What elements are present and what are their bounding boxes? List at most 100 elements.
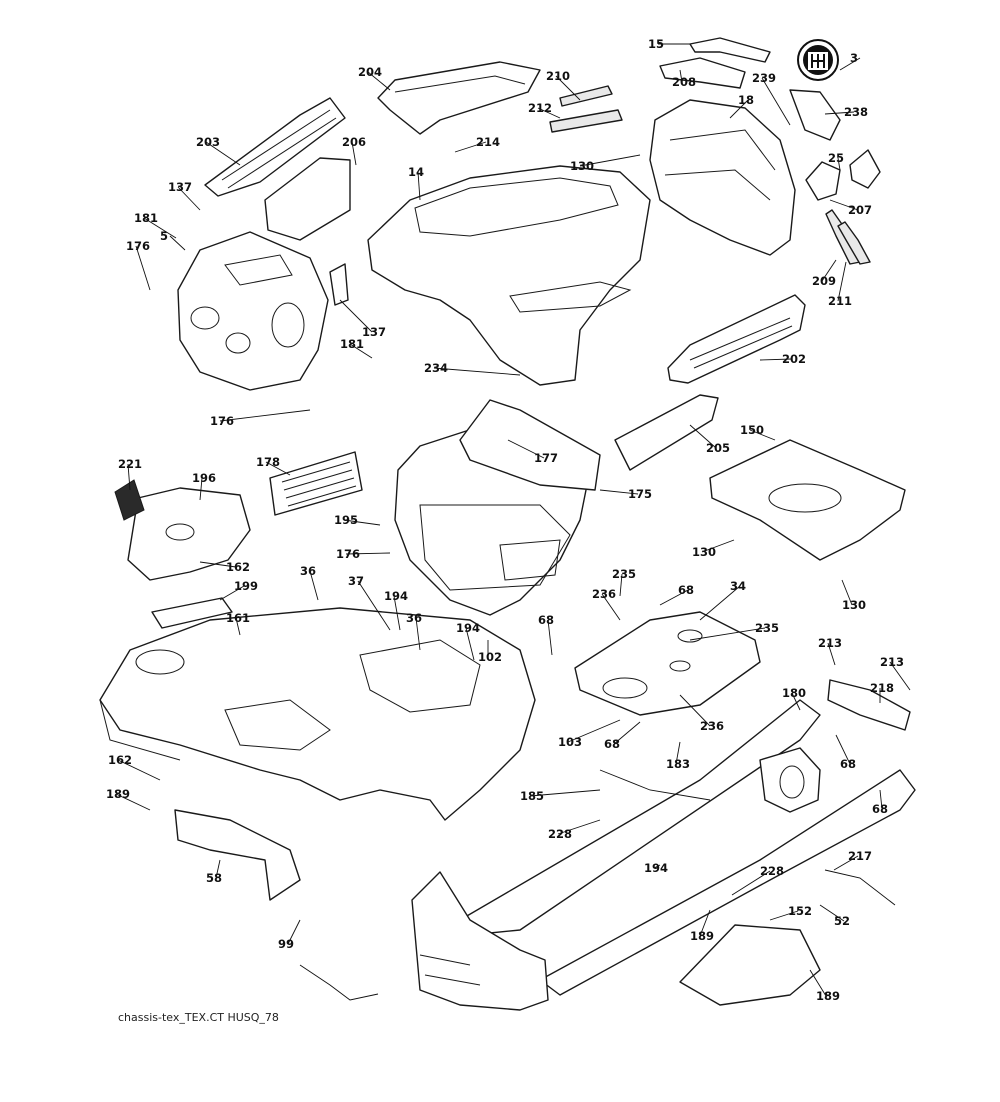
leader-line: [415, 617, 421, 651]
cover-205: [614, 394, 719, 471]
part-callout: 194: [644, 861, 668, 875]
leader-line: [824, 111, 855, 115]
part-callout: 218: [870, 681, 894, 695]
part-callout: 14: [408, 165, 424, 179]
part-callout: 3: [850, 51, 858, 65]
hood-main-panel: [367, 165, 651, 386]
fender-cover-196: [127, 487, 251, 581]
leader-line: [653, 864, 661, 869]
part-callout: 189: [816, 989, 840, 1003]
leader-line: [839, 57, 861, 71]
leader-line: [699, 585, 741, 621]
side-lens-238: [789, 89, 841, 141]
leader-line: [135, 245, 151, 291]
part-callout: 36: [300, 564, 316, 578]
frame-rail-lower: [539, 769, 916, 996]
part-callout: 103: [558, 735, 582, 749]
leader-line: [417, 171, 421, 201]
part-callout: 37: [348, 574, 364, 588]
part-callout: 25: [828, 151, 844, 165]
part-callout: 236: [592, 587, 616, 601]
part-callout: 196: [192, 471, 216, 485]
leader-line: [659, 589, 689, 606]
leader-line: [367, 71, 391, 91]
part-callout: 194: [456, 621, 480, 635]
part-callout: 178: [256, 455, 280, 469]
leader-line: [351, 141, 357, 166]
mount-bracket-175: [459, 399, 601, 491]
drawing-id-label: chassis-tex_TEX.CT HUSQ_78: [118, 1011, 279, 1024]
leader-line: [143, 217, 177, 239]
leader-line: [117, 759, 161, 781]
leader-line: [357, 580, 391, 631]
leader-line: [729, 99, 749, 119]
part-callout: 185: [520, 789, 544, 803]
leader-line: [507, 439, 545, 459]
part-callout: 221: [118, 457, 142, 471]
part-callout: 177: [534, 451, 558, 465]
part-callout: 137: [168, 180, 192, 194]
leader-line: [199, 477, 203, 501]
part-callout: 180: [782, 686, 806, 700]
leader-line: [619, 573, 623, 597]
part-callout: 102: [478, 650, 502, 664]
part-callout: 68: [872, 802, 888, 816]
bracket-199: [151, 597, 233, 629]
leader-line: [393, 595, 401, 631]
leader-line: [819, 904, 845, 922]
footrest-pan: [99, 607, 536, 821]
dash-grille-203: [204, 97, 346, 197]
husqvarna-crown-logo: [797, 39, 839, 81]
front-grille-panel: [667, 294, 806, 384]
leader-line: [115, 793, 151, 811]
spindle-assembly: [759, 747, 821, 813]
leader-line: [821, 259, 837, 282]
rod-99: [299, 964, 379, 1001]
leader-line: [169, 235, 186, 251]
part-callout: 208: [672, 75, 696, 89]
part-callout: 207: [848, 203, 872, 217]
leader-line: [829, 199, 859, 211]
part-callout: 214: [476, 135, 500, 149]
part-callout: 212: [528, 101, 552, 115]
part-callout: 209: [812, 274, 836, 288]
part-callout: 68: [840, 757, 856, 771]
part-callout: 189: [106, 787, 130, 801]
front-fascia: [649, 99, 796, 256]
part-callout: 213: [880, 655, 904, 669]
part-callout: 130: [570, 159, 594, 173]
part-callout: 36: [406, 611, 422, 625]
leader-line: [889, 661, 911, 691]
leader-line: [761, 77, 791, 126]
part-callout: 15: [648, 37, 664, 51]
leader-line: [579, 154, 641, 167]
leader-line: [749, 429, 776, 441]
part-callout: 99: [278, 937, 294, 951]
dash-panel-206: [264, 157, 351, 241]
grille-plate-178: [269, 451, 363, 516]
part-callout: 176: [336, 547, 360, 561]
handle-221: [114, 479, 145, 521]
part-callout: 202: [782, 352, 806, 366]
part-callout: 217: [848, 849, 872, 863]
part-callout: 68: [678, 583, 694, 597]
leader-line: [841, 579, 853, 606]
leader-line: [731, 870, 771, 896]
leader-line: [343, 519, 381, 526]
part-callout: 176: [210, 414, 234, 428]
part-callout: 58: [206, 871, 222, 885]
part-callout: 150: [740, 423, 764, 437]
part-callout: 176: [126, 239, 150, 253]
leader-line: [219, 585, 245, 601]
part-callout: 161: [226, 611, 250, 625]
part-callout: 206: [342, 135, 366, 149]
part-callout: 239: [752, 71, 776, 85]
hood-top-cover: [377, 61, 541, 135]
leader-lines: [115, 43, 911, 997]
leader-line: [827, 642, 836, 666]
leader-line: [199, 561, 237, 568]
leader-line: [701, 539, 735, 553]
leader-line: [287, 919, 301, 945]
